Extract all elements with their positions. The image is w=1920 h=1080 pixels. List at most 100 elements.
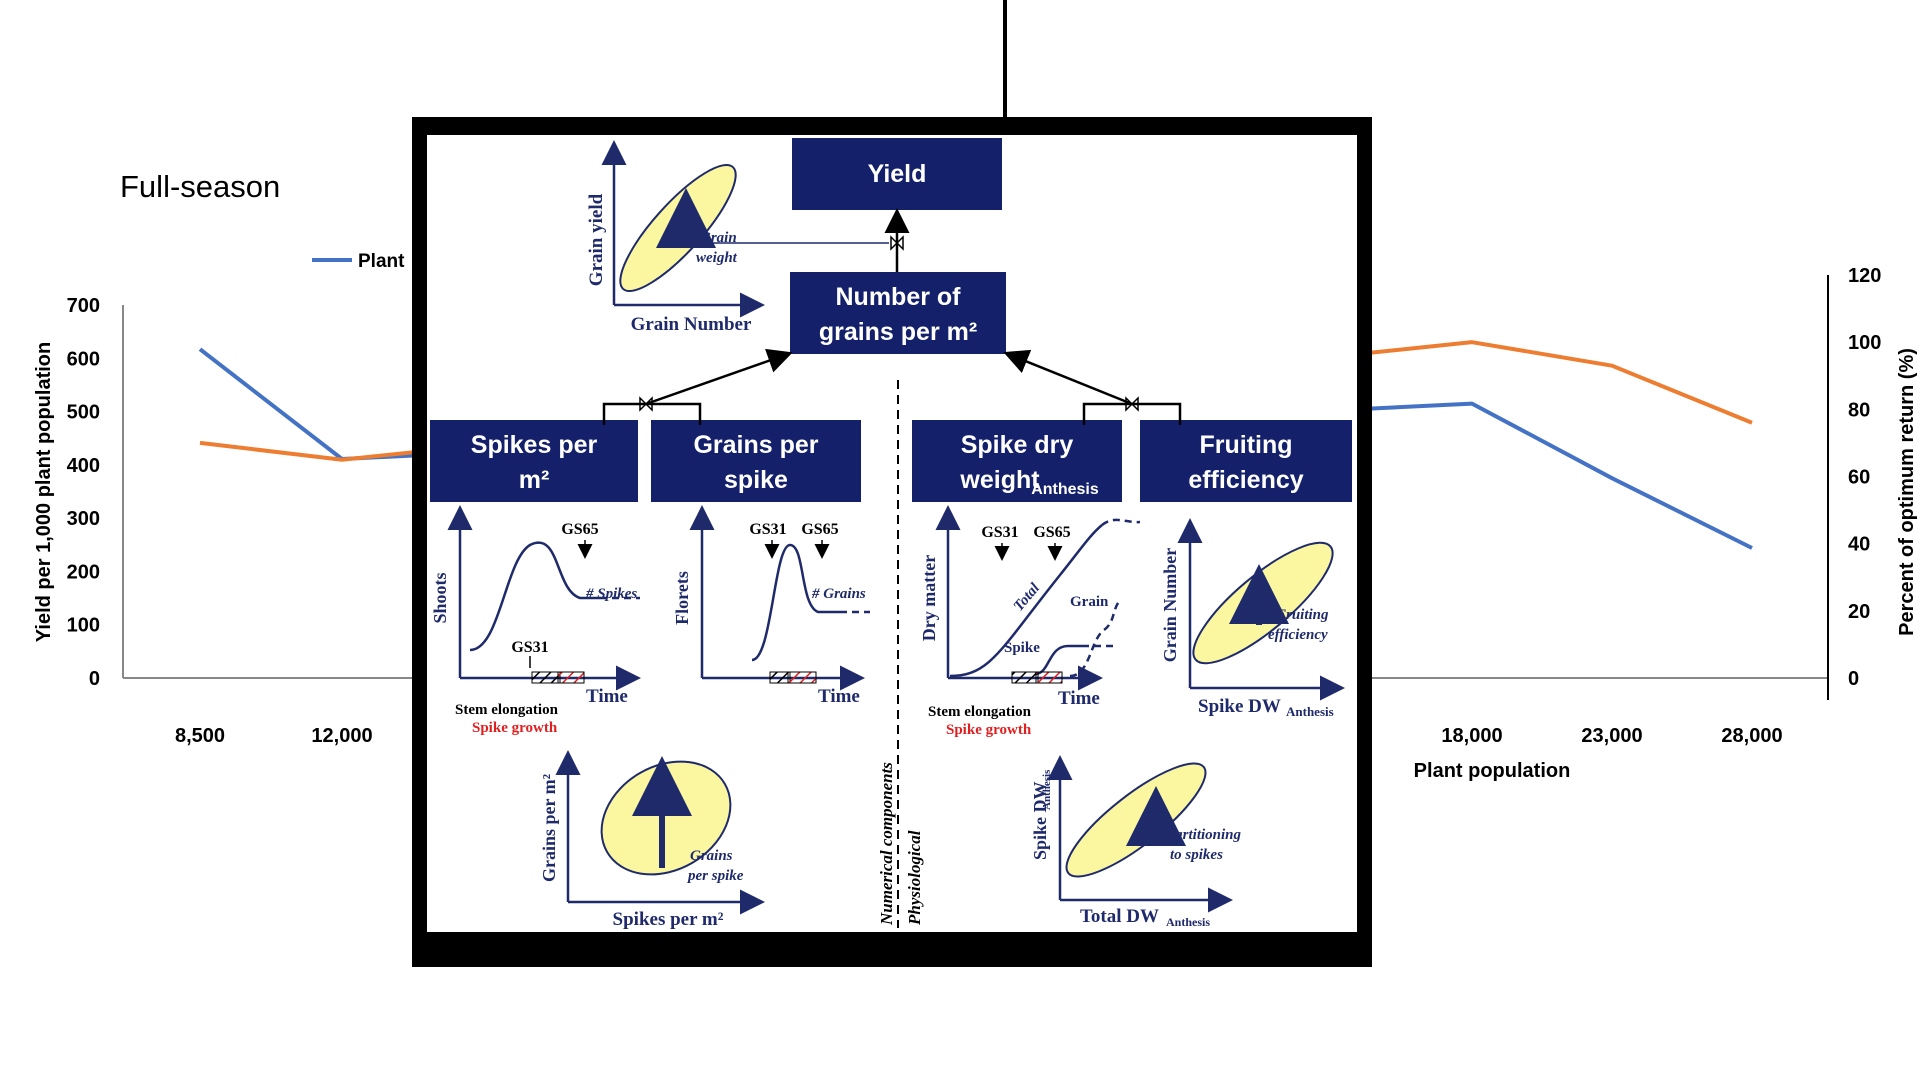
- x-tick-label: 23,000: [1581, 725, 1642, 747]
- left-y-tick-label: 0: [89, 668, 100, 690]
- box-yield-label: Yield: [868, 160, 927, 188]
- numerical-physiological-divider: Numerical components Physiological: [877, 380, 924, 928]
- plot-drymatter-gs31: GS31: [981, 524, 1018, 541]
- plot-sdw-xlabel-sub: Anthesis: [1166, 915, 1210, 929]
- left-y-tick-label: 500: [67, 402, 100, 424]
- series-line-1: [199, 340, 1753, 462]
- box-sdw-line2: weight: [959, 466, 1040, 494]
- plot-florets-gs31: GS31: [749, 521, 786, 538]
- plot-drymatter-spike-growth: Spike growth: [946, 722, 1032, 738]
- left-y-tick-label: 200: [67, 561, 100, 583]
- box-fruiting-efficiency: Fruiting efficiency: [1140, 420, 1352, 502]
- left-y-axis-title: Yield per 1,000 plant population: [33, 342, 55, 642]
- plot-sdw-label1: Partitioning: [1166, 827, 1242, 843]
- plot-grainnum-label1: Fruiting: [1275, 607, 1329, 623]
- box-spikes-line1: Spikes per: [471, 431, 598, 459]
- box-spikes-per-m2: Spikes per m²: [430, 420, 638, 502]
- plot-florets: Florets GS31 GS65 # Grains Time: [672, 505, 870, 707]
- divider-lower-label: Physiological: [905, 830, 924, 926]
- plot-grainnum-label2: efficiency: [1268, 627, 1328, 643]
- plot-sdw-ylabel-sub: Anthesis: [1041, 769, 1053, 810]
- plot-shoots: Shoots GS65 GS31 # Spikes Time Stem elon…: [430, 505, 641, 736]
- plot-spike-dw: Spike DW Anthesis Total DW Anthesis Part…: [1030, 755, 1242, 929]
- plot-shoots-gs31: GS31: [511, 639, 548, 656]
- plot-drymatter-ylabel: Dry matter: [919, 555, 939, 641]
- left-y-tick-label: 400: [67, 455, 100, 477]
- plot-shoots-xlabel: Time: [586, 686, 628, 707]
- plot-drymatter-gs65: GS65: [1033, 524, 1070, 541]
- diagram-connectors: [602, 208, 1182, 425]
- box-grains-per-spike: Grains per spike: [651, 420, 861, 502]
- right-y-tick-label: 20: [1848, 601, 1870, 623]
- right-y-tick-label: 120: [1848, 265, 1881, 287]
- plot-drymatter-spike: Spike: [1004, 640, 1040, 656]
- plot-sdw-ylabel: Spike DW: [1030, 781, 1050, 860]
- plot-grainnum-xlabel-sub: Anthesis: [1286, 704, 1334, 719]
- plot-shoots-gs65: GS65: [561, 521, 598, 538]
- chart-title: Full-season: [120, 169, 280, 204]
- legend-label-plant: Plant: [358, 251, 405, 272]
- plot-sdw-label2: to spikes: [1170, 847, 1223, 863]
- right-y-tick-label: 100: [1848, 332, 1881, 354]
- plot-shoots-curve-label: # Spikes: [585, 586, 637, 602]
- x-tick-label: 8,500: [175, 725, 225, 747]
- box-grains-line1: Number of: [836, 283, 962, 311]
- plot-grain-yield-label2: weight: [696, 250, 738, 266]
- series-lines: [198, 340, 1753, 550]
- plot-sdw-xlabel: Total DW: [1080, 906, 1159, 927]
- box-spike-dry-weight: Spike dry weight Anthesis: [912, 420, 1122, 502]
- x-tick-label: 12,000: [311, 725, 372, 747]
- plot-shoots-stem: Stem elongation: [455, 702, 559, 718]
- box-sdw-line1: Spike dry: [961, 431, 1074, 459]
- left-y-ticks: 0 100 200 300 400 500 600 700: [67, 295, 100, 690]
- right-y-tick-label: 0: [1848, 668, 1859, 690]
- right-y-axis-title: Percent of optimum return (%): [1896, 348, 1918, 636]
- plot-drymatter-xlabel: Time: [1058, 688, 1100, 709]
- plot-grain-yield-label1: Grain: [700, 230, 737, 246]
- series-line-0: [198, 347, 1753, 550]
- box-gps-line1: Grains per: [693, 431, 818, 459]
- plot-grain-number: Grain Number Spike DW Anthesis Fruiting …: [1160, 518, 1345, 719]
- box-grains-per-m2: Number of grains per m²: [790, 272, 1006, 354]
- plot-gps-ylabel: Grains per m²: [539, 774, 559, 882]
- x-tick-label: 28,000: [1721, 725, 1782, 747]
- plot-drymatter-stem: Stem elongation: [928, 704, 1032, 720]
- plot-grain-yield-xlabel: Grain Number: [631, 314, 752, 335]
- plot-gps-label2: per spike: [686, 868, 744, 884]
- right-y-tick-label: 60: [1848, 467, 1870, 489]
- plot-grain-yield-ylabel: Grain yield: [586, 193, 607, 286]
- box-fe-line1: Fruiting: [1199, 431, 1292, 459]
- divider-upper-label: Numerical components: [877, 762, 896, 926]
- box-fe-line2: efficiency: [1188, 466, 1303, 494]
- plot-florets-curve-label: # Grains: [811, 586, 866, 602]
- box-gps-line2: spike: [724, 466, 788, 494]
- box-grains-line2: grains per m²: [819, 318, 977, 346]
- left-y-tick-label: 100: [67, 615, 100, 637]
- x-axis-title: Plant population: [1414, 760, 1571, 782]
- plot-florets-gs65: GS65: [801, 521, 838, 538]
- plot-grainnum-ylabel: Grain Number: [1160, 548, 1180, 663]
- plot-grains-per-m2: Grains per m² Spikes per m² Grains per s…: [539, 750, 765, 930]
- right-y-tick-label: 80: [1848, 399, 1870, 421]
- box-yield: Yield: [792, 138, 1002, 210]
- box-spikes-line2: m²: [519, 466, 550, 494]
- plot-shoots-spike-growth: Spike growth: [472, 720, 558, 736]
- right-y-tick-label: 40: [1848, 534, 1870, 556]
- x-ticks: 8,500 12,000 18,000 23,000 28,000: [175, 725, 1783, 747]
- right-y-ticks: 0 20 40 60 80 100 120: [1848, 265, 1881, 690]
- left-y-tick-label: 600: [67, 348, 100, 370]
- plot-shoots-ylabel: Shoots: [430, 572, 450, 623]
- plot-grainnum-xlabel: Spike DW: [1198, 696, 1281, 717]
- plot-gps-label1: Grains: [690, 848, 733, 864]
- plot-drymatter-grain: Grain: [1070, 594, 1109, 610]
- x-tick-label: 18,000: [1441, 725, 1502, 747]
- plot-gps-xlabel: Spikes per m²: [613, 909, 724, 930]
- plot-florets-ylabel: Florets: [672, 571, 692, 625]
- left-y-tick-label: 300: [67, 508, 100, 530]
- box-sdw-sub: Anthesis: [1031, 481, 1099, 498]
- plot-florets-xlabel: Time: [818, 686, 860, 707]
- left-y-tick-label: 700: [67, 295, 100, 317]
- plot-grain-yield: Grain yield Grain Number Grain weight: [586, 140, 765, 335]
